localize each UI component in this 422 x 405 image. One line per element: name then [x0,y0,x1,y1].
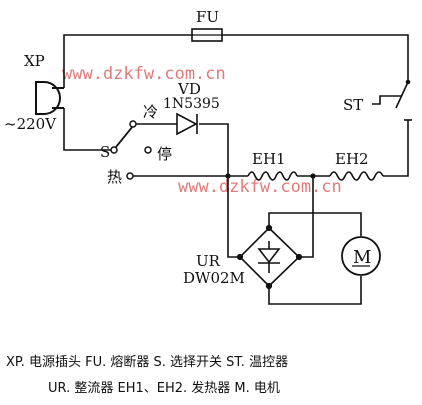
heater-eh1 [247,171,298,181]
legend-line-1: XP. 电源插头 FU. 熔断器 S. 选择开关 ST. 温控器 [6,355,288,370]
wire-rectifier-to-motor-bottom [268,276,362,305]
motor-symbol: M [341,236,381,276]
voltage-label: ~220V [4,115,57,133]
wire-top-left [63,34,192,88]
plug-symbol [35,81,64,115]
wire-top-right [222,34,409,82]
junction-dot [310,173,316,179]
stop-label: 停 [157,145,172,163]
plug-label: XP [24,52,45,70]
diode-part-number: 1N5395 [163,96,220,112]
bridge-rectifier [236,224,303,290]
cold-label: 冷 [143,103,158,121]
watermark-middle: www.dzkfw.com.cn [178,177,342,197]
fuse-label: FU [196,8,219,26]
switch-label: S [100,143,110,161]
selector-switch [110,120,152,180]
heater-eh1-label: EH1 [252,150,286,168]
wire-diode-to-junction [199,123,229,176]
diode-symbol [176,112,198,136]
junction-dot [225,173,231,179]
hot-label: 热 [107,168,122,186]
thermostat-switch [372,79,412,121]
heater-eh2-label: EH2 [335,150,369,168]
rectifier-label: UR [196,252,221,270]
thermostat-label: ST [343,96,363,114]
watermark-top: www.dzkfw.com.cn [62,64,226,84]
legend-line-2: UR. 整流器 EH1、EH2. 发热器 M. 电机 [48,380,280,396]
wire-left-to-rectifier [227,176,240,258]
heater-eh2 [329,171,384,181]
rectifier-part-number: DW02M [183,269,245,287]
motor-label: M [353,247,371,268]
diode-label: VD [177,80,201,98]
wire-node-to-rectifier [299,176,314,258]
wire-plug-to-switch [63,108,112,151]
wire-rectifier-to-motor-top [268,212,362,236]
wire-right [383,120,409,177]
